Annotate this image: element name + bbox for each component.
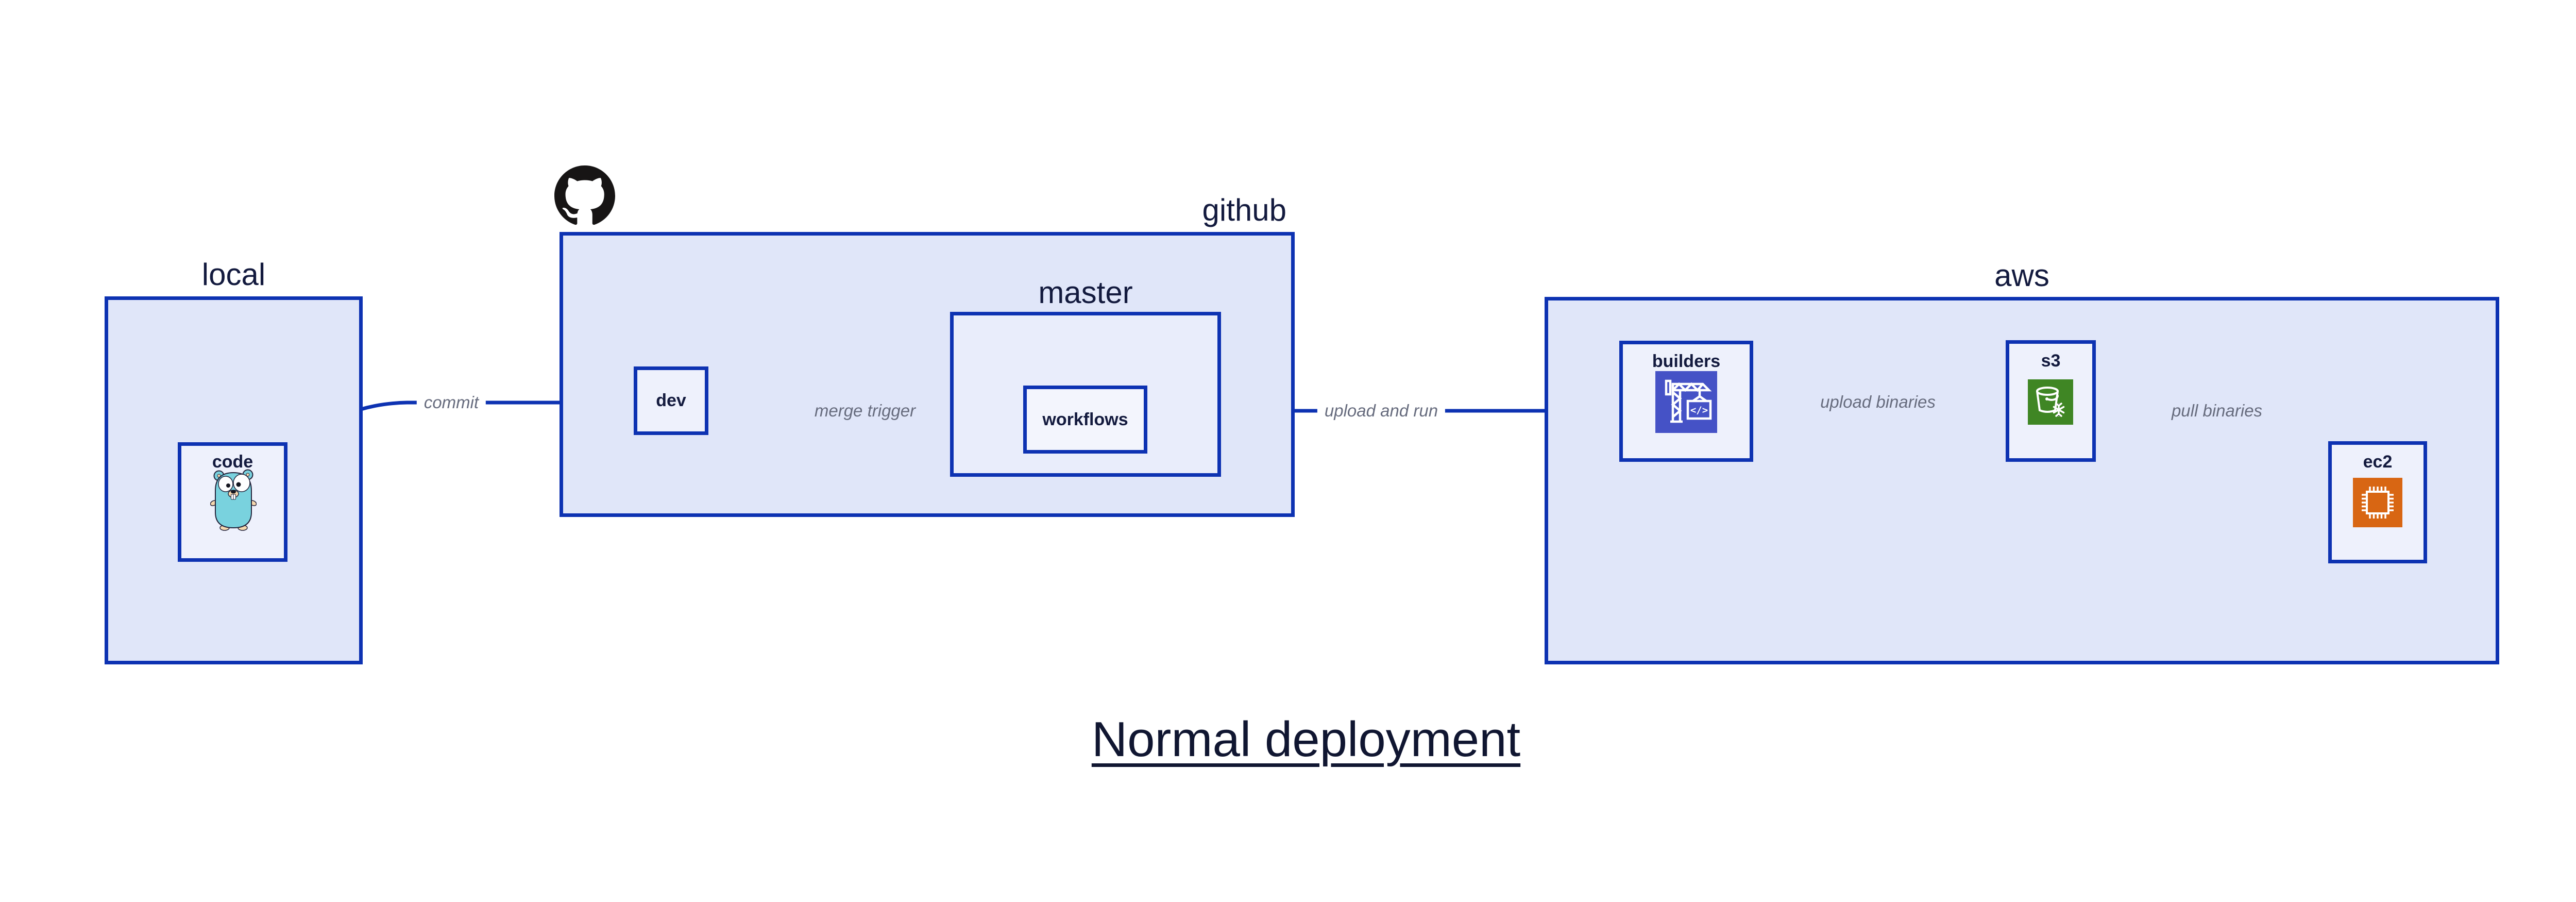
node-dev: dev — [634, 366, 708, 435]
diagram-title: Normal deployment — [1091, 712, 1521, 767]
edge-label-pull-binaries: pull binaries — [2164, 399, 2270, 422]
aws-s3-bucket-icon — [2028, 379, 2073, 425]
node-workflows: workflows — [1023, 386, 1147, 454]
edge-label-upload-binaries: upload binaries — [1813, 391, 1943, 413]
node-label-ec2: ec2 — [2363, 452, 2393, 472]
edge-label-merge-trigger: merge trigger — [807, 399, 923, 422]
node-label-dev: dev — [656, 391, 686, 410]
aws-codebuild-crane-icon: </> — [1655, 371, 1717, 433]
go-gopher-icon — [210, 469, 257, 531]
aws-ec2-chip-icon — [2353, 478, 2402, 527]
container-label-master: master — [1038, 275, 1133, 310]
container-label-github: github — [1202, 193, 1286, 227]
node-ec2: ec2 — [2328, 441, 2427, 563]
container-label-local: local — [201, 257, 266, 292]
builders-icon-glyph: </> — [1690, 405, 1708, 416]
github-octocat-logo — [554, 165, 615, 225]
node-label-workflows: workflows — [1042, 409, 1128, 429]
node-code: code — [178, 442, 287, 562]
edge-label-upload-and-run: upload and run — [1317, 399, 1446, 422]
container-label-aws: aws — [1994, 258, 2049, 293]
node-label-s3: s3 — [2041, 351, 2061, 371]
node-label-builders: builders — [1652, 352, 1721, 371]
node-label-code: code — [212, 452, 253, 472]
edge-label-commit: commit — [416, 391, 486, 414]
